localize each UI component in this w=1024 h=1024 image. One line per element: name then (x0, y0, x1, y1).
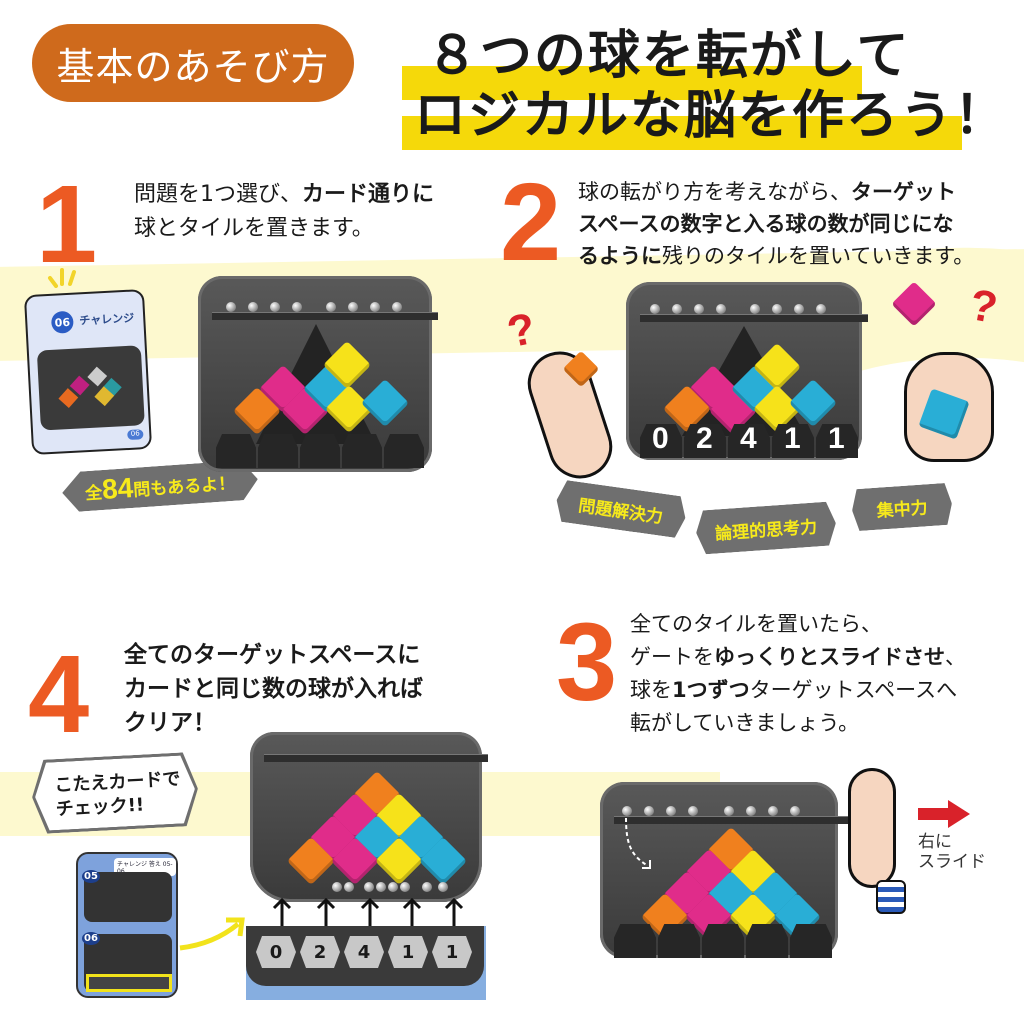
step1-line1-bold: カード通りに (302, 182, 435, 207)
check-answer-bubble: こたえカードで チェック!! (30, 752, 200, 835)
answer-card-title: チャレンジ 答え 05-06 (114, 858, 176, 876)
bubble-count: 84 (100, 471, 135, 506)
target-number: 2 (696, 422, 713, 455)
target-number: 1 (432, 936, 472, 968)
step-number-3: 3 (556, 601, 618, 724)
game-board-step4 (250, 732, 488, 902)
gate-rail (212, 312, 438, 320)
step-number-1: 1 (36, 163, 98, 286)
curved-arrow-icon (179, 917, 245, 951)
step3-line2: ゲートを (630, 645, 714, 669)
slide-label-line2: スライド (918, 852, 986, 872)
step2-line3: 残りのタイルを置いていきます。 (662, 244, 975, 268)
hand-right-illustration (904, 352, 994, 462)
title-highlight-2 (402, 116, 962, 150)
how-to-play-badge: 基本のあそび方 (32, 24, 354, 102)
bubble-suffix: 問もあるよ！ (132, 473, 236, 501)
step3-line3a: 球を (630, 678, 672, 702)
striped-sleeve (876, 880, 906, 914)
card-board-illustration (36, 345, 145, 431)
target-number: 1 (828, 422, 845, 455)
step2-line3-bold: るように (578, 244, 662, 268)
step1-line2: 球とタイルを置きます。 (134, 216, 374, 241)
step4-line1: 全てのターゲットスペースに (124, 642, 421, 668)
step3-line4: 転がしていきましょう。 (630, 711, 860, 735)
challenge-card: 06 チャレンジ 06 (23, 288, 153, 456)
game-board-step3 (600, 782, 852, 958)
target-number: 0 (652, 422, 669, 455)
target-number: 0 (256, 936, 296, 968)
step-number-2: 2 (500, 161, 562, 284)
hand-sliding-illustration (848, 768, 896, 888)
step3-text: 全てのタイルを置いたら、 ゲートをゆっくりとスライドさせ、 球を1つずつターゲッ… (630, 608, 966, 740)
page-title-line2: ロジカルな脳を作ろう！ (414, 86, 1009, 146)
ball-path-arrow-icon (625, 817, 651, 869)
step4-text: 全てのターゲットスペースに カードと同じ数の球が入れば クリア！ (124, 638, 423, 740)
step-number-4: 4 (28, 633, 90, 756)
title-highlight-1 (402, 66, 862, 100)
step2-line1: 球の転がり方を考えながら、 (578, 180, 851, 204)
answer-card: チャレンジ 答え 05-06 05 06 (76, 852, 178, 998)
target-strip: 0 2 4 1 1 (246, 926, 484, 986)
step1-text: 問題を1つ選び、カード通りに 球とタイルを置きます。 (134, 178, 434, 246)
step3-line2-end: 、 (945, 645, 966, 669)
step4-line3: クリア！ (124, 710, 216, 736)
badge-label: 基本のあそび方 (56, 44, 330, 89)
card-title: チャレンジ (78, 311, 135, 328)
card-number-badge: 06 (50, 310, 74, 334)
bubble-prefix: 全 (84, 482, 103, 504)
target-number: 1 (784, 422, 801, 455)
target-number: 1 (388, 936, 428, 968)
game-board-step2: 0 2 4 1 1 (626, 282, 868, 460)
up-arrows-icon (272, 897, 464, 926)
step4-line2: カードと同じ数の球が入れば (124, 676, 423, 702)
sparkle-icon (46, 268, 78, 288)
card-page-number: 06 (127, 429, 144, 441)
step3-line3-bold: 1つずつ (672, 678, 750, 702)
page-title-line1: ８つの球を転がして (426, 26, 911, 86)
slide-label-line1: 右に (918, 832, 952, 852)
step2-line1-bold: ターゲット (851, 180, 956, 204)
right-arrow-icon (918, 800, 970, 828)
answer-item-06: 06 (82, 932, 100, 945)
target-number: 4 (740, 422, 757, 455)
slide-right-label: 右に スライド (918, 832, 986, 872)
step3-line2-bold: ゆっくりとスライドさせ (714, 645, 945, 669)
step2-text: 球の転がり方を考えながら、ターゲット スペースの数字と入る球の数が同じにな るよ… (578, 176, 974, 272)
game-board-step1 (198, 276, 438, 472)
answer-highlight-box (86, 974, 172, 992)
target-number: 2 (300, 936, 340, 968)
step2-line2-bold: スペースの数字と入る球の数が同じにな (578, 212, 954, 236)
step3-line1: 全てのタイルを置いたら、 (630, 612, 882, 636)
answer-item-05: 05 (82, 870, 100, 883)
step3-line3b: ターゲットスペースへ (749, 678, 958, 702)
skill-bubble-concentration: 集中力 (851, 483, 954, 532)
target-number: 4 (344, 936, 384, 968)
step1-line1: 問題を1つ選び、 (134, 182, 302, 207)
